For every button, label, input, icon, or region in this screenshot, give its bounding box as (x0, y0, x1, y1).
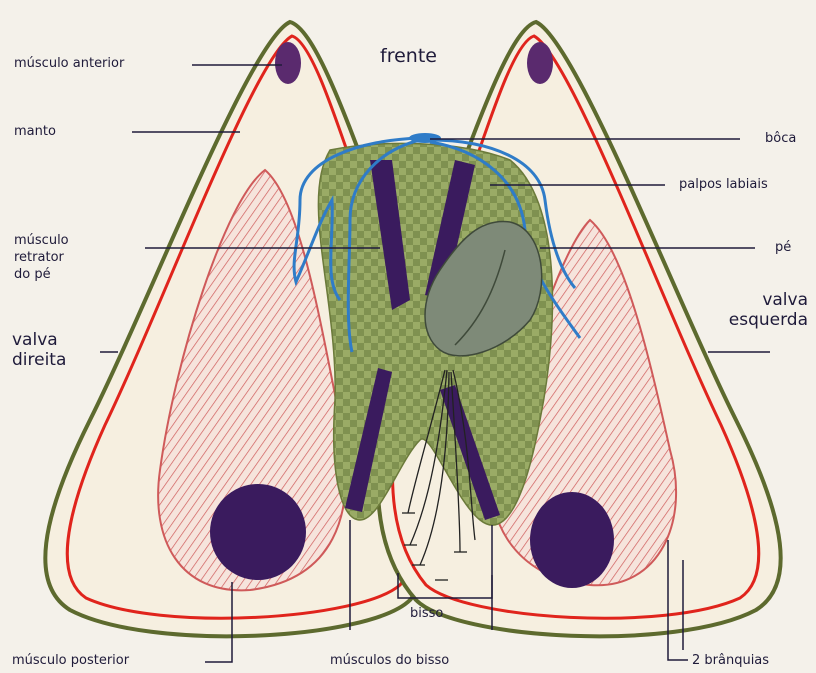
label-pe: pé (775, 239, 791, 256)
label-musculo-anterior: músculo anterior (14, 55, 124, 72)
label-manto: manto (14, 123, 56, 140)
label-valva-direita: valva direita (12, 330, 66, 370)
label-musculo-retrator: músculo retrator do pé (14, 232, 69, 283)
anterior-muscle-left (527, 42, 553, 84)
label-branquias: 2 brânquias (692, 652, 769, 669)
posterior-muscle (210, 484, 306, 580)
label-bisso: bisso (410, 605, 443, 622)
label-frente: frente (380, 48, 437, 65)
label-musculos-do-bisso: músculos do bisso (330, 652, 449, 669)
posterior-muscle-left (530, 492, 614, 588)
mouth (409, 133, 441, 143)
label-valva-esquerda: valva esquerda (708, 290, 808, 330)
anterior-muscle (275, 42, 301, 84)
label-musculo-posterior: músculo posterior (12, 652, 129, 669)
label-palpos-labiais: palpos labiais (679, 176, 768, 193)
label-boca: bôca (765, 130, 796, 147)
